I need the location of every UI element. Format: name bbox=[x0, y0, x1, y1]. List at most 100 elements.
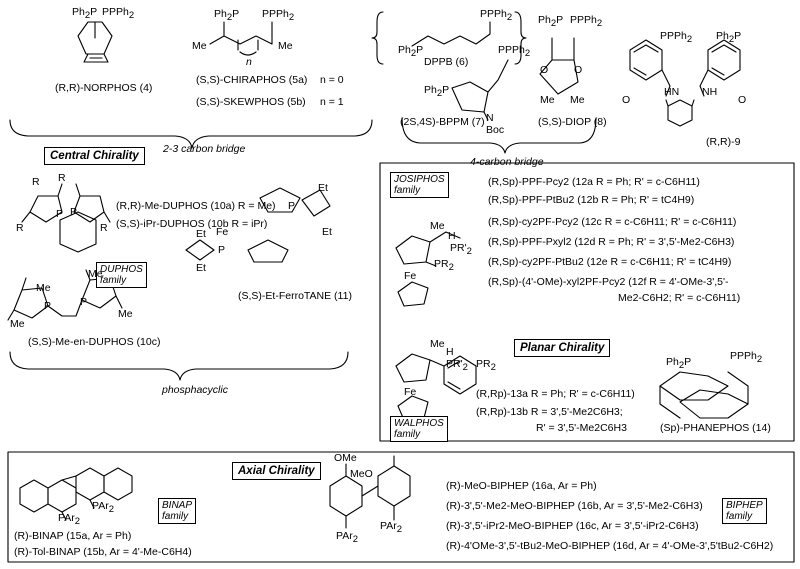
josiphos-family-name: JOSIPHOS bbox=[394, 174, 445, 185]
diop-pph2: PPPh2 bbox=[570, 14, 603, 30]
duphos-r1: R bbox=[32, 176, 40, 188]
men-me1: Me bbox=[36, 282, 51, 294]
c16b-label: (R)-3',5'-Me2-MeO-BIPHEP (16b, Ar = 3',5… bbox=[446, 500, 703, 512]
c12c-label: (R,Sp)-cy2PF-Pcy2 (12c R = c-C6H11; R' =… bbox=[488, 216, 737, 228]
dppb-structure bbox=[411, 21, 491, 47]
ferrotane-p1: P bbox=[288, 200, 296, 212]
norphos-ph2p-left: Ph2P bbox=[72, 6, 98, 22]
josiphos-pr2: PR2 bbox=[434, 258, 454, 274]
bppm-structure bbox=[451, 59, 509, 121]
chiraphos-label: (S,S)-CHIRAPHOS (5a) bbox=[196, 74, 308, 86]
binap-par2-upper: PAr2 bbox=[92, 500, 115, 516]
binap-family-box: BINAP family bbox=[158, 498, 197, 524]
walphos-family-box: WALPHOS family bbox=[390, 416, 448, 442]
walphos-h: H bbox=[446, 346, 454, 358]
ferrotane-structure bbox=[185, 187, 331, 263]
diop-me-left: Me bbox=[540, 94, 555, 106]
c12f-label: (R,Sp)-(4'-OMe)-xyl2PF-Pcy2 (12f R = 4'-… bbox=[488, 276, 729, 288]
walphos-pr2prime: PR'2 bbox=[446, 358, 468, 374]
c9-o-left: O bbox=[622, 94, 631, 106]
biphep-meo: MeO bbox=[350, 468, 373, 480]
josiphos-structure bbox=[395, 231, 461, 307]
c13a-label: (R,Rp)-13a R = Ph; R' = c-C6H11) bbox=[476, 388, 635, 400]
diop-me-right: Me bbox=[570, 94, 585, 106]
men-me4: Me bbox=[118, 308, 133, 320]
biphep-par2-lower: PAr2 bbox=[336, 530, 359, 546]
ipr-duphos-label: (S,S)-iPr-DUPHOS (10b R = iPr) bbox=[116, 218, 268, 230]
c12a-label: (R,Sp)-PPF-Pcy2 (12a R = Ph; R' = c-C6H1… bbox=[488, 176, 700, 188]
c12f-label-cont: Me2-C6H2; R' = c-C6H11) bbox=[618, 292, 741, 304]
four-carbon-brace bbox=[401, 117, 597, 154]
phosphacyclic-caption: phosphacyclic bbox=[162, 384, 228, 396]
norphos-pph2-right: PPPh2 bbox=[102, 6, 135, 22]
biphep-par2-upper: PAr2 bbox=[380, 520, 403, 536]
c23-bridge-caption: 2-3 carbon bridge bbox=[163, 143, 246, 155]
me-en-duphos-label: (S,S)-Me-en-DUPHOS (10c) bbox=[28, 336, 161, 348]
ferrotane-fe: Fe bbox=[216, 226, 229, 238]
skewphos-label: (S,S)-SKEWPHOS (5b) bbox=[196, 96, 306, 108]
skewphos-n-value: n = 1 bbox=[320, 96, 344, 108]
dppb-pph2: PPPh2 bbox=[480, 8, 513, 24]
walphos-me: Me bbox=[430, 338, 445, 350]
diop-o-right: O bbox=[574, 64, 583, 76]
chiraphos-n: n bbox=[246, 56, 252, 68]
diop-structure bbox=[539, 37, 579, 95]
c9-nh: NH bbox=[702, 86, 718, 98]
duphos-family-box: DUPHOS family bbox=[96, 262, 147, 288]
duphos-r2: R bbox=[58, 172, 66, 184]
phanephos-pph2: PPPh2 bbox=[730, 350, 763, 366]
ferrotane-p2: P bbox=[218, 244, 226, 256]
c16d-label: (R)-4'OMe-3',5'-tBu2-MeO-BIPHEP (16d, Ar… bbox=[446, 540, 774, 552]
men-p1: P bbox=[44, 300, 52, 312]
tolbinap-label: (R)-Tol-BINAP (15b, Ar = 4'-Me-C6H4) bbox=[14, 546, 192, 558]
duphos-r3: R bbox=[16, 222, 24, 234]
josiphos-pr2prime: PR'2 bbox=[450, 242, 472, 258]
bppm-label: (2S,4S)-BPPM (7) bbox=[400, 116, 485, 128]
chiraphos-structure bbox=[209, 21, 273, 56]
norphos-label: (R,R)-NORPHOS (4) bbox=[55, 82, 153, 94]
axial-box bbox=[7, 451, 795, 563]
binap-par2-lower: PAr2 bbox=[58, 512, 81, 528]
men-p2: P bbox=[80, 296, 88, 308]
dppb-brackets bbox=[371, 11, 527, 65]
planar-chirality-header: Planar Chirality bbox=[514, 339, 611, 357]
norphos-structure bbox=[77, 21, 113, 63]
binap-label: (R)-BINAP (15a, Ar = Ph) bbox=[14, 530, 132, 542]
c13b-label: (R,Rp)-13b R = 3',5'-Me2C6H3; bbox=[476, 406, 623, 418]
bppm-ph2p: Ph2P bbox=[424, 84, 450, 100]
axial-chirality-header: Axial Chirality bbox=[232, 462, 321, 480]
walphos-fe: Fe bbox=[404, 386, 417, 398]
chiraphos-pph2: PPPh2 bbox=[262, 8, 295, 24]
duphos-structure bbox=[21, 183, 111, 253]
biphep-ome: OMe bbox=[334, 452, 357, 464]
c16a-label: (R)-MeO-BIPHEP (16a, Ar = Ph) bbox=[446, 480, 597, 492]
me-duphos-label: (R,R)-Me-DUPHOS (10a) R = Me) bbox=[116, 200, 276, 212]
ferrotane-label: (S,S)-Et-FerroTANE (11) bbox=[238, 290, 352, 302]
duphos-family-brace bbox=[9, 351, 349, 381]
ferrotane-et4: Et bbox=[196, 262, 206, 274]
c12b-label: (R,Sp)-PPF-PtBu2 (12b R = Ph; R' = tC4H9… bbox=[488, 194, 695, 206]
bppm-pph2: PPPh2 bbox=[498, 44, 531, 60]
central-brace bbox=[9, 119, 373, 149]
ferrotane-et1: Et bbox=[318, 182, 328, 194]
walphos-family-word: family bbox=[394, 429, 421, 440]
biphep-family-word: family bbox=[726, 511, 753, 522]
central-chirality-header: Central Chirality bbox=[44, 147, 145, 165]
c4-bridge-caption: 4-carbon bridge bbox=[470, 156, 544, 168]
c9-o-right: O bbox=[738, 94, 747, 106]
ferrotane-et3: Et bbox=[196, 228, 206, 240]
phanephos-structure bbox=[659, 371, 749, 419]
ferrotane-et2: Et bbox=[322, 226, 332, 238]
chiraphos-me-left: Me bbox=[192, 40, 207, 52]
men-me3: Me bbox=[10, 318, 25, 330]
diop-label: (S,S)-DIOP (8) bbox=[538, 116, 607, 128]
c9-ph2p-right: Ph2P bbox=[716, 30, 742, 46]
biphep-family-box: BIPHEP family bbox=[722, 498, 767, 524]
diop-o-left: O bbox=[540, 64, 549, 76]
c16c-label: (R)-3',5'-iPr2-MeO-BIPHEP (16c, Ar = 3',… bbox=[446, 520, 699, 532]
c9-hn: HN bbox=[664, 86, 680, 98]
chiraphos-ph2p: Ph2P bbox=[214, 8, 240, 24]
c9-pph2-left: PPPh2 bbox=[660, 30, 693, 46]
men-me2: Me bbox=[88, 268, 103, 280]
